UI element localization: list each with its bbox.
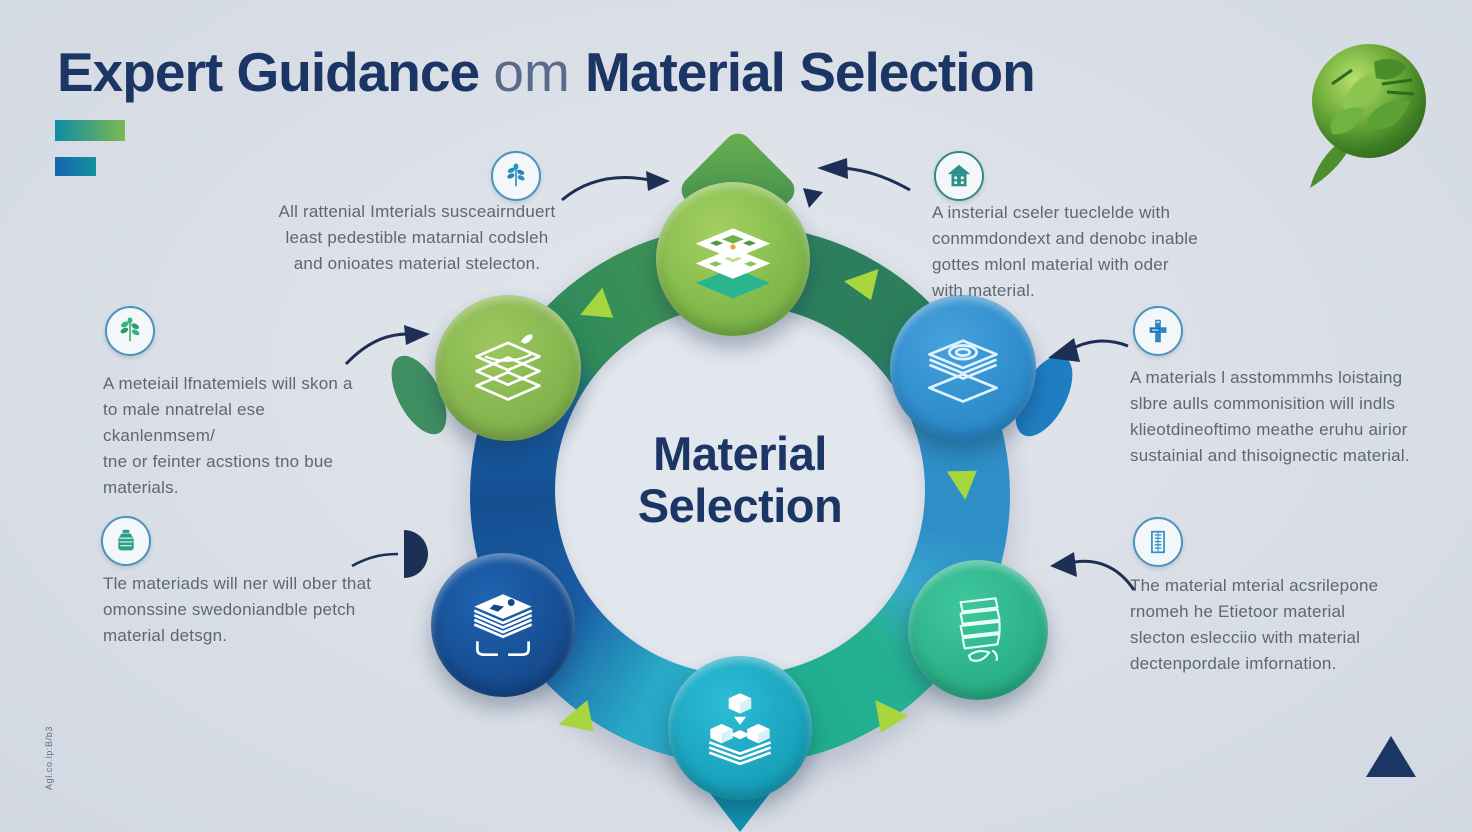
flow-triangle — [580, 287, 614, 318]
callout-line: sustainial and thisoignectic material. — [1130, 446, 1410, 465]
vertical-stack-leaf-icon — [959, 597, 1001, 662]
side-vertical-text: Agl.co.lp:B/b3 — [44, 726, 54, 790]
callout-line: A meteiail lfnatemiels will skon a — [103, 374, 353, 393]
callout-line: materials. — [103, 478, 179, 497]
callout-bottom-right: The material mterial acsrilepone rnomeh … — [1130, 573, 1400, 677]
sapling-glyph — [507, 163, 525, 187]
callout-middle-right: A materials l asstommmhs loistaing slbre… — [1130, 365, 1440, 469]
callout-line: dectenpordale imfornation. — [1130, 654, 1337, 673]
callout-line: slbre aulls commonisition will indls — [1130, 394, 1396, 413]
callout-line: conmmdondext and denobc inable — [932, 229, 1198, 248]
paper-stack-icon — [473, 594, 533, 657]
callout-line: and onioates material stelecton. — [293, 254, 541, 273]
node-landscape-layers — [656, 182, 810, 336]
callout-middle-left: A meteiail lfnatemiels will skon a to ma… — [103, 371, 373, 501]
callout-line: All rattenial Imterials susceairnduert — [278, 202, 556, 221]
corner-triangle — [1366, 736, 1416, 777]
landscape-layers-icon — [695, 228, 771, 299]
node-building-blocks — [668, 656, 812, 800]
ring-center — [555, 305, 925, 675]
center-title: Material Selection — [555, 428, 925, 531]
layer-stack-circle-icon — [928, 339, 998, 403]
callout-line: to male nnatrelal ese ckanlenmsem/ — [103, 400, 266, 445]
callout-line: rnomeh he Etietoor material — [1130, 602, 1346, 621]
title-part-2: Material Selection — [585, 41, 1036, 103]
leaf-texture — [1330, 58, 1415, 135]
leaf-branch-glyph — [120, 317, 140, 342]
callout-line: omonssine swedoniandble petch — [103, 600, 356, 619]
building-glyph — [1151, 530, 1165, 554]
flow-triangle — [875, 700, 909, 733]
arrow-bottom-right-icon — [1050, 552, 1136, 591]
node-layer-stack-outline — [435, 295, 581, 441]
accent-bar-blue — [55, 157, 96, 176]
node-vertical-stack — [908, 560, 1048, 700]
arrow-middle-left-icon — [344, 325, 430, 366]
leaf-photo-bubble — [1312, 44, 1426, 158]
callout-line: A insterial cseler tueclelde with — [932, 203, 1171, 222]
page-title: Expert Guidance om Material Selection — [57, 40, 1036, 104]
callout-line: The material mterial acsrilepone — [1130, 576, 1379, 595]
title-part-1: Expert Guidance — [57, 41, 480, 103]
leaf-bubble-tail — [1310, 140, 1350, 188]
accent-bar-gradient — [55, 120, 125, 141]
medical-cross-icon — [1133, 306, 1183, 356]
medical-cross-glyph — [1149, 319, 1167, 343]
center-title-line1: Material — [653, 427, 827, 480]
leaf-branch-icon — [105, 306, 155, 356]
callout-line: tne or feinter acstions tno bue — [103, 452, 334, 471]
arrow-top-right-icon — [803, 158, 911, 208]
eco-house-glyph — [947, 164, 971, 187]
flow-triangle — [946, 470, 977, 500]
jar-icon — [101, 516, 151, 566]
callout-line: with material. — [932, 281, 1035, 300]
node-paper-stack — [431, 553, 575, 697]
flow-triangle — [558, 700, 594, 732]
eco-house-icon — [934, 151, 984, 201]
callout-line: least pedestible matarnial codsleh — [285, 228, 549, 247]
title-conjunction: om — [493, 41, 570, 103]
callout-top-right: A insterial cseler tueclelde with conmmd… — [932, 200, 1202, 304]
callout-line: gottes mlonl material with oder — [932, 255, 1169, 274]
callout-line: Tle materiads will ner will ober that — [103, 574, 372, 593]
callout-line: material detsgn. — [103, 626, 228, 645]
node-layer-stack-circle — [890, 295, 1036, 441]
arrow-middle-right-icon — [1048, 338, 1129, 362]
building-icon — [1133, 517, 1183, 567]
layer-stack-icon — [475, 334, 541, 401]
center-title-line2: Selection — [637, 478, 843, 532]
building-blocks-icon — [708, 693, 772, 766]
jar-glyph — [118, 529, 134, 551]
callout-line: klieotdineoftimo meathe eruhu airior — [1130, 420, 1408, 439]
arrow-top-left-icon — [561, 171, 670, 202]
callout-bottom-left: Tle materiads will ner will ober that om… — [103, 571, 383, 649]
callout-line: A materials l asstommmhs loistaing — [1130, 368, 1403, 387]
callout-line: slecton eslecciio with material — [1130, 628, 1361, 647]
flow-triangle — [843, 269, 879, 301]
arrow-bottom-left-icon — [351, 530, 428, 578]
sapling-icon — [491, 151, 541, 201]
callout-top-left: All rattenial Imterials susceairnduert l… — [262, 199, 572, 277]
